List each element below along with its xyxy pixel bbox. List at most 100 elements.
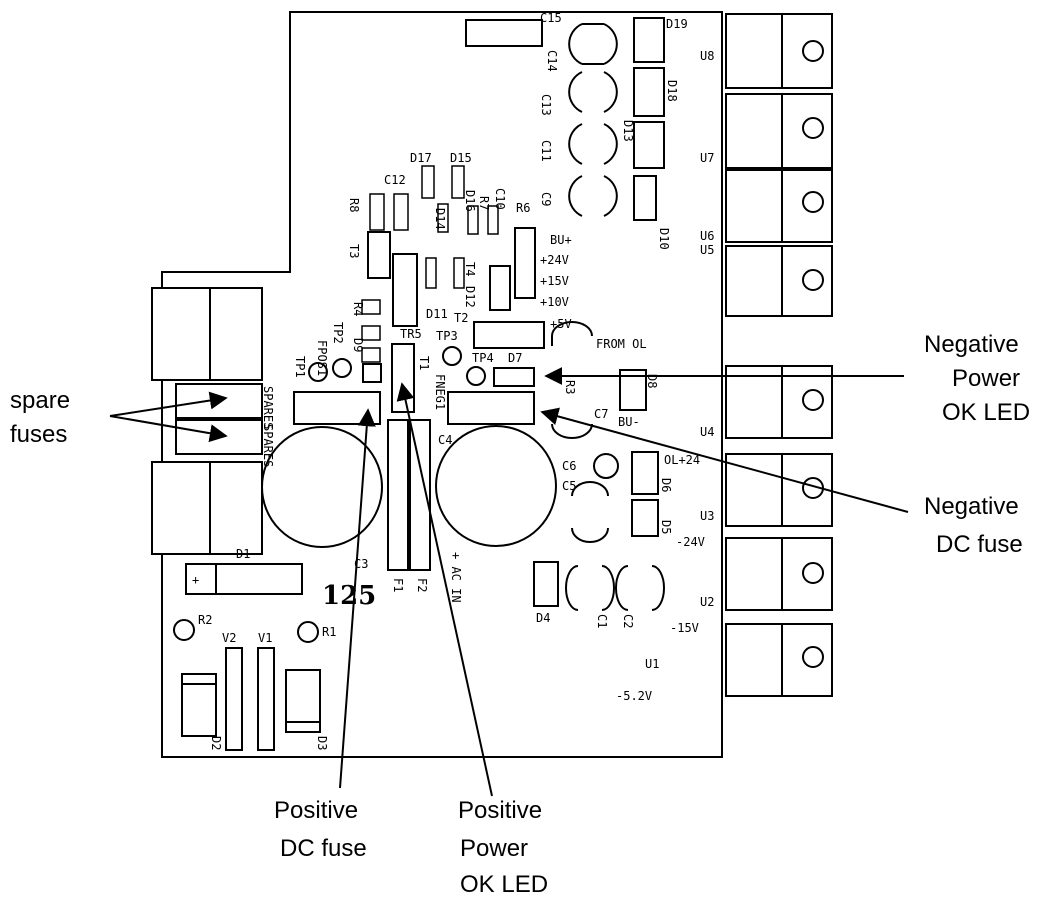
arrow-negative-dc-fuse	[540, 407, 909, 513]
board-outline	[161, 11, 723, 758]
label-u8: U8	[700, 49, 714, 63]
component-t4	[489, 265, 511, 311]
regulator-u5	[725, 245, 833, 317]
label-d15: D15	[450, 151, 472, 165]
test-point-tp1	[308, 362, 328, 382]
regulator-u7	[725, 93, 833, 169]
label-from-ol: FROM OL	[596, 337, 647, 351]
label-minus-15v: -15V	[670, 621, 699, 635]
callout-negative-dc-fuse: Negative DC fuse	[924, 493, 1025, 558]
callout-spare-fuses: spare fuses	[10, 387, 77, 448]
label-bu-plus: BU+	[550, 233, 572, 247]
label-u4: U4	[700, 425, 714, 439]
label-c14: C14	[545, 50, 559, 72]
label-c7: C7	[594, 407, 608, 421]
board-marking: 125	[322, 581, 376, 611]
callout-arrows	[109, 367, 909, 797]
label-d7: D7	[508, 351, 522, 365]
label-f2: F2	[415, 578, 429, 592]
callout-labels: spare fuses Negative Power OK LED Negati…	[10, 331, 1030, 898]
small-electrolytics	[551, 23, 665, 611]
capacitor-c4	[435, 425, 557, 547]
varistor-v2	[225, 647, 243, 751]
label-c1: C1	[595, 614, 609, 628]
arrow-spare-fuse-bottom	[109, 415, 228, 443]
label-f1: F1	[391, 578, 405, 592]
callout-positive-power-ok-led-line2: Power	[460, 835, 528, 862]
label-u6: U6	[700, 229, 714, 243]
label-t3: T3	[347, 244, 361, 258]
callout-positive-power-ok-led: Positive Power OK LED	[458, 797, 549, 898]
label-d19: D19	[666, 17, 688, 31]
diode-column	[533, 17, 665, 607]
fuse-f2	[409, 419, 431, 571]
label-tp2: TP2	[331, 322, 345, 344]
label-10v: +10V	[540, 295, 569, 309]
regulator-u2	[725, 537, 833, 611]
label-fneg1: FNEG1	[433, 374, 447, 410]
component-tr-big	[392, 253, 418, 327]
label-r1: R1	[322, 625, 336, 639]
label-c5: C5	[562, 479, 576, 493]
fuse-fneg1	[447, 391, 535, 425]
label-v1: V1	[258, 631, 272, 645]
callout-negative-power-ok-led-line1: Negative	[924, 331, 1019, 358]
regulator-u1	[725, 623, 833, 697]
fuse-f1	[387, 419, 409, 571]
callout-negative-power-ok-led-line3: OK LED	[942, 399, 1030, 426]
label-24v: +24V	[540, 253, 569, 267]
label-d3: D3	[315, 736, 329, 750]
label-d17: D17	[410, 151, 432, 165]
label-15v: +15V	[540, 274, 569, 288]
test-point-tp3	[442, 346, 462, 366]
label-d4: D4	[536, 611, 550, 625]
label-r3: R3	[563, 380, 577, 394]
callout-positive-power-ok-led-line1: Positive	[458, 797, 542, 824]
test-point-tp4	[466, 366, 486, 386]
arrow-spare-fuse-top	[109, 391, 228, 417]
label-u7: U7	[700, 151, 714, 165]
callout-positive-dc-fuse-line1: Positive	[274, 797, 358, 824]
callout-positive-dc-fuse-line2: DC fuse	[280, 835, 367, 862]
component-t3	[367, 231, 391, 279]
label-d12: D12	[463, 286, 477, 308]
small-parts	[361, 165, 499, 363]
capacitor-c3	[261, 426, 383, 548]
callout-positive-power-ok-led-line3: OK LED	[460, 871, 548, 898]
label-d11: D11	[426, 307, 448, 321]
label-u5: U5	[700, 243, 714, 257]
left-connectors	[151, 287, 263, 555]
test-point-tp2	[332, 358, 352, 378]
resistor-r1	[297, 621, 319, 643]
label-c13: C13	[539, 94, 553, 116]
label-minus-24v: -24V	[676, 535, 705, 549]
label-tp1: TP1	[293, 356, 307, 378]
label-c12: C12	[384, 173, 406, 187]
label-d9: D9	[351, 338, 365, 352]
arrow-positive-dc-fuse	[339, 408, 376, 789]
regulator-row	[725, 13, 833, 697]
label-c15: C15	[540, 11, 562, 25]
label-spares-top: SPARES	[261, 386, 275, 429]
callout-spare-fuses-line1: spare	[10, 387, 70, 414]
label-ac-in: + AC IN	[449, 552, 463, 603]
label-d14: D14	[433, 208, 447, 230]
label-d16: D16	[463, 190, 477, 212]
label-fpos1: FPOS1	[315, 340, 329, 376]
regulator-u8	[725, 13, 833, 89]
regulator-u4	[725, 365, 833, 439]
resistor-r2	[173, 619, 195, 641]
label-d10: D10	[657, 228, 671, 250]
label-c2: C2	[621, 614, 635, 628]
label-d2: D2	[209, 736, 223, 750]
label-d5: D5	[659, 520, 673, 534]
label-r2: R2	[198, 613, 212, 627]
label-c6: C6	[562, 459, 576, 473]
transistor-t1	[391, 343, 415, 413]
label-r4: R4	[351, 302, 365, 316]
label-v2: V2	[222, 631, 236, 645]
arrow-positive-power-ok-led	[396, 382, 493, 797]
label-d18: D18	[665, 80, 679, 102]
callout-negative-power-ok-led-line2: Power	[952, 365, 1020, 392]
